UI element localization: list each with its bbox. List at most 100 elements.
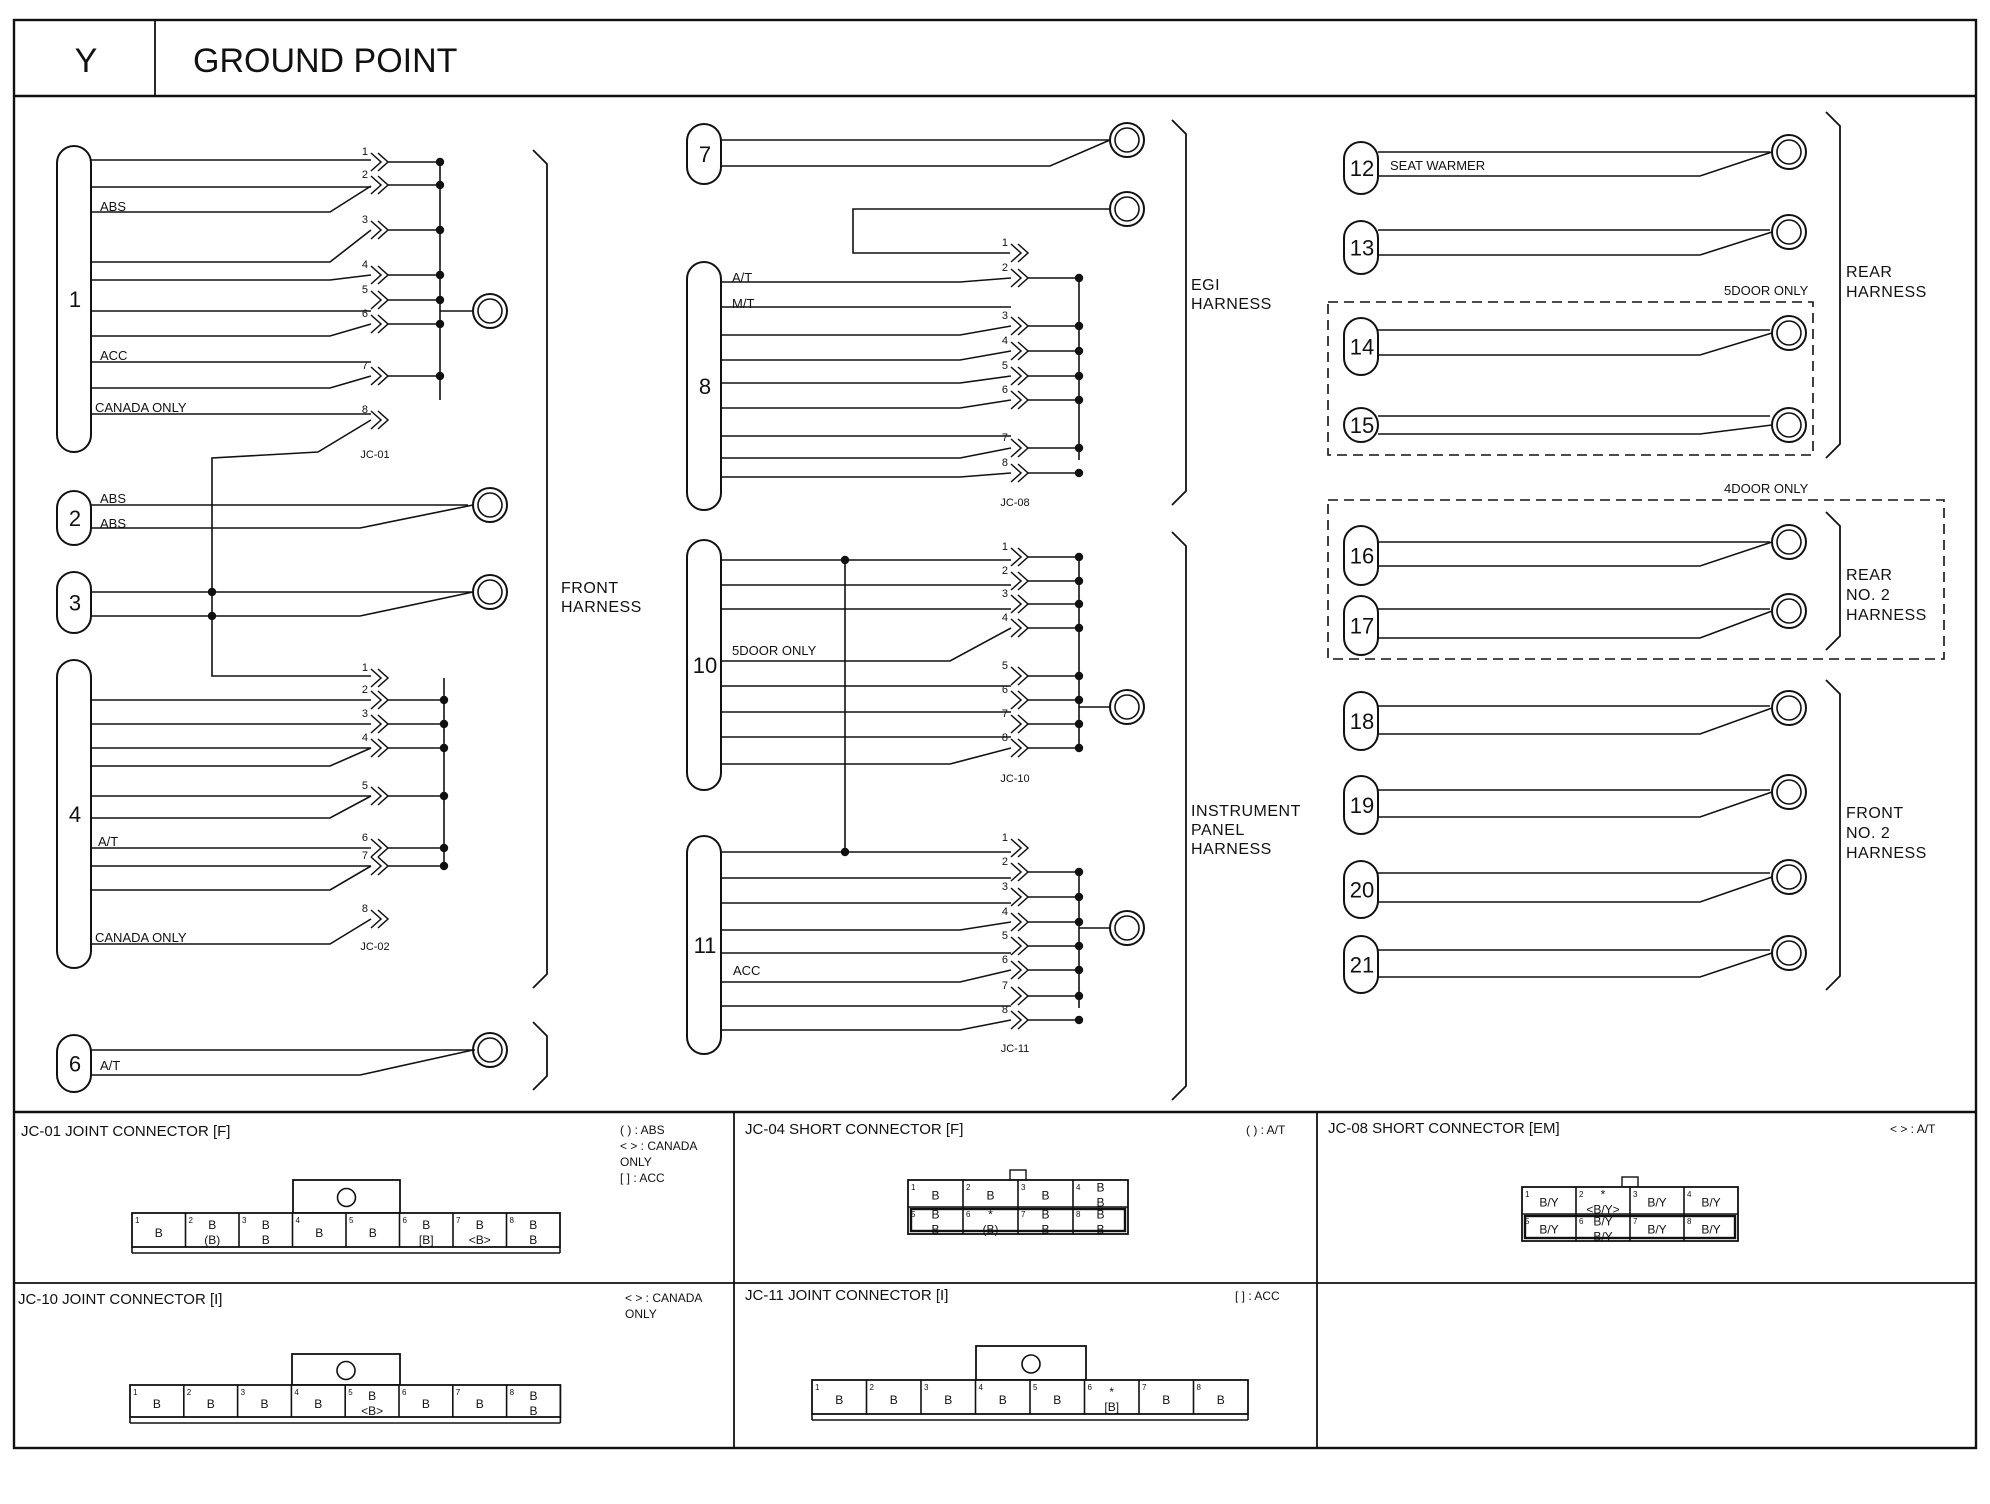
wire — [721, 325, 1012, 336]
junction-pin-number: 4 — [362, 259, 368, 271]
connector-legend-line: < > : CANADA — [620, 1139, 697, 1153]
connector-latch — [1621, 1176, 1639, 1188]
ground-terminal-icon — [1771, 690, 1807, 726]
connector-chevron-icon — [377, 909, 390, 929]
ground-terminal-icon — [1114, 915, 1140, 941]
connector-chevron-icon — [370, 738, 383, 758]
wire — [721, 627, 1012, 662]
connector-pin-wire-color: B — [931, 1208, 939, 1222]
ground-node-body — [1343, 407, 1379, 443]
junction-pin-number: 6 — [1002, 384, 1008, 396]
connector-pin-number: 7 — [1021, 1210, 1026, 1219]
wire-label: M/T — [732, 296, 754, 311]
ground-node-body — [1343, 525, 1379, 586]
ground-terminal-icon — [472, 487, 508, 523]
connector-pin-number: 8 — [510, 1388, 515, 1397]
ground-node-8: 8 — [686, 261, 722, 511]
connector-pin-wire-color: B — [1096, 1223, 1104, 1237]
connector-chevron-icon — [370, 786, 383, 806]
junction-pin-number: 3 — [1002, 310, 1008, 322]
connector-pin-number: 4 — [294, 1388, 299, 1397]
wire — [1378, 424, 1773, 435]
wire — [91, 591, 474, 617]
wire — [721, 139, 1111, 167]
splice-dot — [1074, 468, 1084, 478]
connector-chevron-icon — [370, 909, 383, 929]
connector-pin-number: 1 — [135, 1216, 140, 1225]
wire-label: CANADA ONLY — [95, 400, 187, 415]
junction-pin-number: 4 — [1002, 906, 1008, 918]
connector-chevron-icon — [1010, 690, 1023, 710]
connector-chevron-icon — [1010, 887, 1023, 907]
ground-node-number: 6 — [69, 1052, 81, 1077]
connector-pin-wire-color: (B) — [983, 1223, 999, 1237]
ground-terminal-icon — [1776, 695, 1802, 721]
connector-chevron-icon — [370, 856, 383, 876]
jc01-to-ground3 — [211, 419, 372, 660]
junction-name: JC-01 — [360, 449, 389, 461]
connector-pin-wire-color: B — [1053, 1393, 1061, 1407]
jc02-input — [211, 660, 371, 677]
ground-terminal-icon — [1109, 689, 1145, 725]
connector-chevron-icon — [370, 410, 383, 430]
ground-node-1: 1 — [56, 145, 92, 453]
connector-pin-wire-color: B/Y — [1593, 1230, 1612, 1244]
wire — [1378, 876, 1773, 903]
connector-legend-line: ( ) : ABS — [620, 1123, 665, 1137]
svg-text:NO. 2: NO. 2 — [1846, 587, 1890, 604]
junction-pin-number: 2 — [1002, 856, 1008, 868]
connector-chevron-icon — [1010, 341, 1023, 361]
connector-pin-wire-color: B/Y — [1647, 1223, 1666, 1237]
ground-terminal-icon — [472, 293, 508, 329]
connector-pin-number: 8 — [510, 1216, 515, 1225]
ground-node-7: 7 — [686, 123, 722, 185]
junction-pin-number: 2 — [1002, 565, 1008, 577]
ground-node-number: 20 — [1350, 878, 1374, 903]
jc08-pin1-wire — [852, 208, 1110, 254]
ground-terminal-icon — [1771, 134, 1807, 170]
connector-pin-number: 4 — [296, 1216, 301, 1225]
connector-legend-line: [ ] : ACC — [620, 1171, 665, 1185]
connector-chevron-icon — [1017, 690, 1030, 710]
ground-node-13: 13 — [1343, 220, 1379, 275]
connector-chevron-icon — [1017, 887, 1030, 907]
connector-chevron-icon — [1017, 862, 1030, 882]
ground-terminal-icon — [477, 492, 503, 518]
ground-terminal-icon — [1776, 139, 1802, 165]
ground-node-number: 21 — [1350, 953, 1374, 978]
junction-pin-number: 1 — [1002, 832, 1008, 844]
connector-pin-wire-color: [B] — [419, 1233, 434, 1247]
ground-terminal-icon — [1114, 694, 1140, 720]
connector-chevron-icon — [1010, 838, 1023, 858]
connector-chevron-icon — [1017, 936, 1030, 956]
connector-chevron-icon — [377, 668, 390, 688]
connector-pin-wire-color: B — [262, 1233, 270, 1247]
connector-pin-wire-color: B — [262, 1218, 270, 1232]
wire-label: A/T — [100, 1058, 120, 1073]
ground-node-17: 17 — [1343, 595, 1379, 656]
ground-node-body — [56, 659, 92, 969]
ground-terminal-icon — [1771, 593, 1807, 629]
connector-pin-wire-color: <B> — [469, 1233, 491, 1247]
connector-latch-hole-icon — [336, 1187, 357, 1208]
connector-chevron-icon — [370, 290, 383, 310]
junction-pin-number: 7 — [362, 850, 368, 862]
wire — [91, 185, 372, 213]
wire-label: SEAT WARMER — [1390, 158, 1485, 173]
splice-dot — [207, 611, 217, 621]
wire — [721, 472, 1012, 478]
ground-node-number: 15 — [1350, 413, 1374, 438]
connector-chevron-icon — [1010, 268, 1023, 288]
ground-node-number: 18 — [1350, 709, 1374, 734]
connector-pin-number: 2 — [189, 1216, 194, 1225]
ground-node-body — [1343, 595, 1379, 656]
ground-node-body — [56, 145, 92, 453]
connector-pin-wire-color: B — [529, 1404, 537, 1418]
connector-legend-line: < > : CANADA — [625, 1291, 702, 1305]
connector-chevron-icon — [1010, 366, 1023, 386]
ground-terminal-icon — [1776, 864, 1802, 890]
connector-chevron-icon — [1010, 243, 1023, 263]
wire — [721, 375, 1012, 384]
